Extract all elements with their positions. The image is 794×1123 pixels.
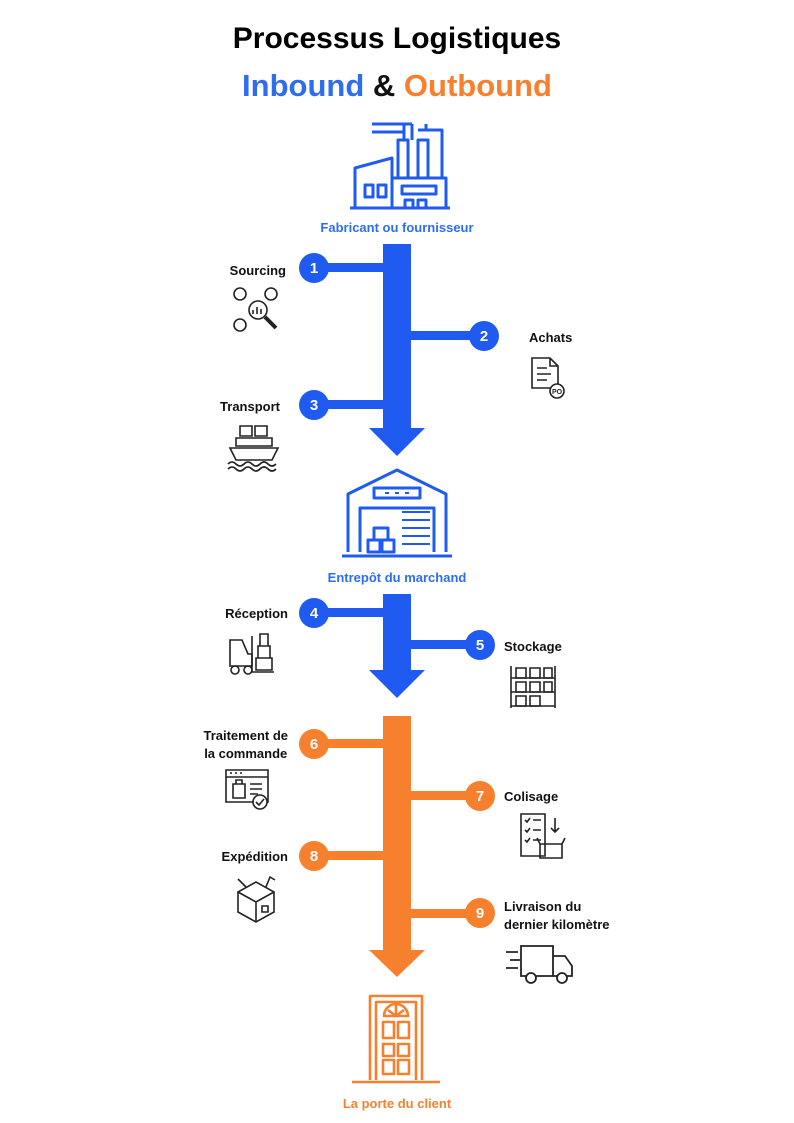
online-order-icon bbox=[225, 769, 269, 810]
step-label-2: Achats bbox=[529, 330, 573, 345]
subtitle-ampersand: & bbox=[372, 68, 396, 103]
step-label-5: Stockage bbox=[504, 639, 562, 654]
storage-shelves-icon bbox=[510, 666, 556, 708]
step-marker-6: 6 bbox=[299, 729, 329, 759]
svg-text:9: 9 bbox=[476, 905, 484, 922]
outbound-arrow bbox=[316, 716, 480, 977]
factory-icon bbox=[350, 122, 450, 210]
inbound-arrow-1 bbox=[316, 244, 480, 456]
step-label-1: Sourcing bbox=[229, 263, 286, 278]
page-subtitle: Inbound & Outbound bbox=[0, 68, 794, 104]
step-label-3: Transport bbox=[220, 399, 280, 414]
location-end-label: La porte du client bbox=[342, 1096, 452, 1111]
svg-text:3: 3 bbox=[310, 397, 318, 414]
svg-text:8: 8 bbox=[310, 848, 318, 865]
step-marker-3: 3 bbox=[299, 390, 329, 420]
step-marker-2: 2 bbox=[469, 321, 499, 351]
forklift-icon bbox=[229, 633, 274, 675]
location-middle-label: Entrepôt du marchand bbox=[327, 570, 467, 585]
svg-text:2: 2 bbox=[480, 328, 488, 345]
package-box-icon bbox=[237, 875, 276, 923]
svg-text:6: 6 bbox=[310, 736, 318, 753]
step-marker-9: 9 bbox=[465, 898, 495, 928]
sourcing-search-icon bbox=[233, 287, 278, 332]
step-label-9: Livraison du dernier kilomètre bbox=[504, 898, 610, 934]
step-marker-4: 4 bbox=[299, 598, 329, 628]
step-marker-8: 8 bbox=[299, 841, 329, 871]
step-label-6-line2: la commande bbox=[204, 746, 288, 761]
delivery-truck-icon bbox=[506, 945, 573, 984]
subtitle-outbound: Outbound bbox=[403, 68, 552, 103]
step-label-4: Réception bbox=[225, 606, 288, 621]
step-marker-7: 7 bbox=[465, 781, 495, 811]
warehouse-icon bbox=[342, 468, 452, 558]
step-label-9-line2: dernier kilomètre bbox=[504, 917, 610, 932]
step-label-8: Expédition bbox=[221, 849, 288, 864]
svg-text:4: 4 bbox=[310, 605, 319, 622]
step-marker-5: 5 bbox=[465, 630, 495, 660]
svg-text:PO: PO bbox=[552, 389, 563, 396]
step-label-9-line1: Livraison du bbox=[504, 899, 582, 914]
step-marker-1: 1 bbox=[299, 253, 329, 283]
svg-text:1: 1 bbox=[310, 260, 318, 277]
svg-text:5: 5 bbox=[476, 637, 484, 654]
step-label-7: Colisage bbox=[504, 789, 559, 804]
step-label-6-line1: Traitement de bbox=[203, 728, 288, 743]
page-title: Processus Logistiques bbox=[232, 22, 562, 55]
location-start-label: Fabricant ou fournisseur bbox=[320, 220, 474, 235]
subtitle-inbound: Inbound bbox=[242, 68, 365, 103]
step-label-6: Traitement de la commande bbox=[203, 727, 288, 763]
inbound-arrow-2 bbox=[316, 594, 480, 698]
door-icon bbox=[352, 994, 440, 1084]
cargo-ship-icon bbox=[227, 425, 280, 472]
purchase-order-icon: PO bbox=[531, 357, 565, 399]
packing-checklist-icon bbox=[520, 813, 566, 859]
svg-text:7: 7 bbox=[476, 788, 484, 805]
